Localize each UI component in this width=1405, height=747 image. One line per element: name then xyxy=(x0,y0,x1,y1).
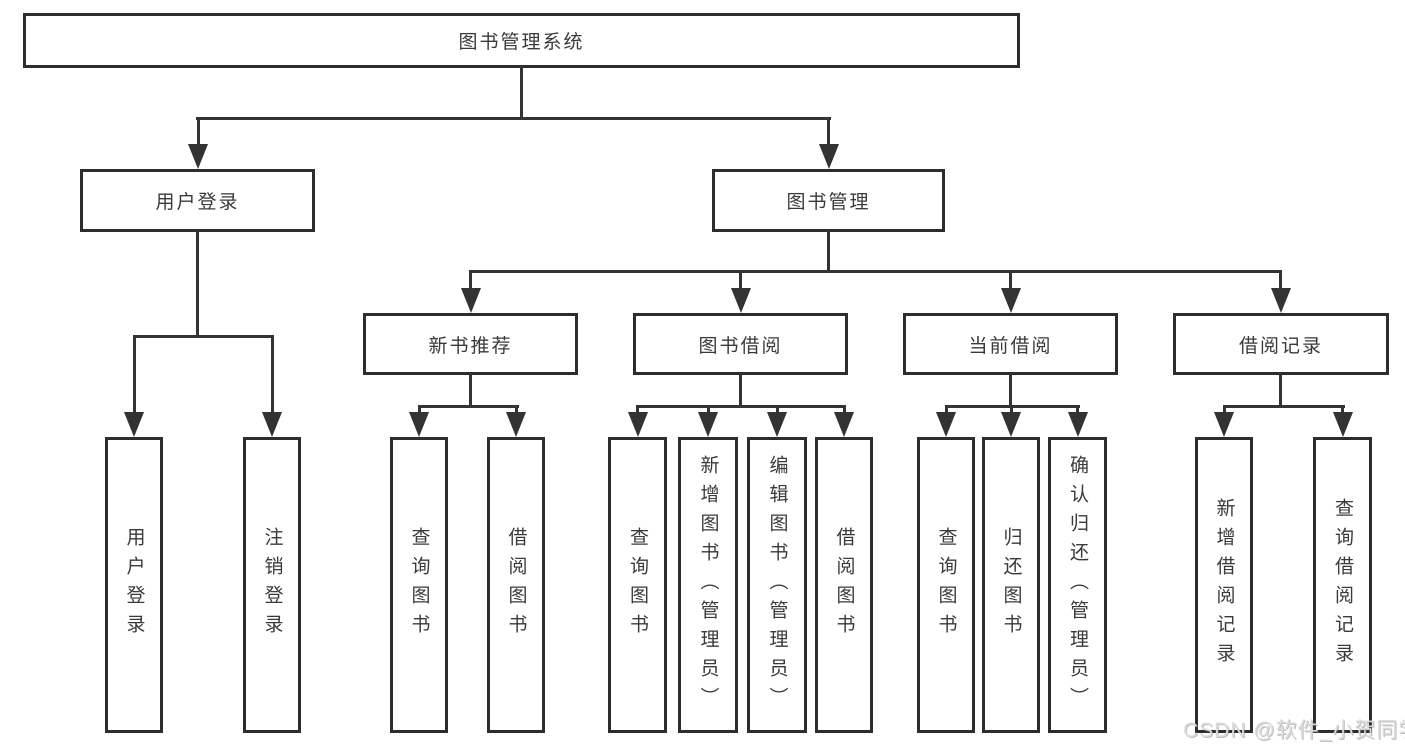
leaf-query-borrow-record: 查询借阅记录 xyxy=(1313,437,1372,733)
connector-stem-leaf-login xyxy=(132,335,136,415)
node-new-book-recommend-label: 新书推荐 xyxy=(428,335,513,357)
connector-root-stub xyxy=(520,66,523,120)
arrowhead-g4-leaf1-icon xyxy=(1214,412,1234,437)
arrowhead-book-mgmt-icon xyxy=(818,144,839,169)
node-current-borrowing-label: 当前借阅 xyxy=(968,335,1053,357)
connector-stem-leaf-logout xyxy=(270,335,274,415)
node-borrowing-records: 借阅记录 xyxy=(1173,313,1389,375)
arrowhead-g2-leaf2-icon xyxy=(698,412,718,437)
connector-stem-user-login xyxy=(196,117,200,146)
node-borrowing-records-label: 借阅记录 xyxy=(1238,335,1323,357)
arrowhead-g2-leaf4-icon xyxy=(834,412,854,437)
node-book-borrowing-label: 图书借阅 xyxy=(698,335,783,357)
connector-user-login-stub xyxy=(196,230,199,338)
connector-stem-book-mgmt xyxy=(827,117,830,146)
node-user-login: 用户登录 xyxy=(80,169,315,232)
arrowhead-g1-leaf2-icon xyxy=(506,412,526,437)
leaf-query-books-recommend: 查询图书 xyxy=(390,437,448,733)
connector-g4-stem-1 xyxy=(1222,405,1226,415)
node-library-system: 图书管理系统 xyxy=(23,13,1020,68)
connector-g3-stem-2 xyxy=(1009,405,1013,415)
connector-g4-distributor xyxy=(1222,405,1345,408)
leaf-add-books-admin-label: 新增图书（管理员） xyxy=(697,454,719,716)
node-library-system-label: 图书管理系统 xyxy=(458,32,585,53)
leaf-borrow-books-borrowing: 借阅图书 xyxy=(815,437,873,733)
arrowhead-g2-leaf1-icon xyxy=(627,412,648,437)
connector-stem-current-borrow xyxy=(1009,270,1012,292)
leaf-return-books-label: 归还图书 xyxy=(1000,527,1022,643)
leaf-query-books-borrowing-label: 查询图书 xyxy=(627,527,648,643)
connector-g3-stub xyxy=(1009,373,1012,408)
connector-g1-distributor xyxy=(417,405,519,408)
connector-stem-borrow-records xyxy=(1279,270,1282,292)
connector-g2-stem-2 xyxy=(706,405,710,415)
arrowhead-user-login-icon xyxy=(188,144,208,169)
connector-g2-stem-3 xyxy=(775,405,779,415)
arrowhead-g1-leaf1-icon xyxy=(409,412,429,437)
arrowhead-borrow-records-icon xyxy=(1270,288,1291,313)
connector-g2-stub xyxy=(739,373,742,408)
arrowhead-g3-leaf1-icon xyxy=(936,412,956,437)
connector-stem-book-borrow xyxy=(739,270,742,292)
connector-g2-stem-1 xyxy=(636,405,639,415)
leaf-return-books: 归还图书 xyxy=(982,437,1040,733)
connector-g1-stem-2 xyxy=(514,405,518,415)
connector-stem-new-book xyxy=(469,270,472,292)
arrowhead-leaf-logout-icon xyxy=(262,412,282,437)
connector-g1-stub xyxy=(469,373,472,408)
connector-g3-stem-3 xyxy=(1076,405,1079,415)
node-new-book-recommend: 新书推荐 xyxy=(363,313,578,375)
connector-g2-distributor xyxy=(636,405,846,408)
connector-book-mgmt-stub xyxy=(827,230,830,273)
arrowhead-g3-leaf3-icon xyxy=(1067,412,1088,437)
leaf-confirm-return-admin-label: 确认归还（管理员） xyxy=(1067,454,1088,716)
connector-g1-stem-1 xyxy=(417,405,421,415)
arrowhead-new-book-icon xyxy=(460,288,481,313)
node-user-login-label: 用户登录 xyxy=(155,192,240,213)
connector-g4-stub xyxy=(1279,373,1282,408)
leaf-edit-books-admin-label: 编辑图书（管理员） xyxy=(766,454,788,716)
leaf-confirm-return-admin: 确认归还（管理员） xyxy=(1048,437,1107,733)
leaf-query-books-current-label: 查询图书 xyxy=(935,527,957,643)
connector-g3-stem-1 xyxy=(944,405,948,415)
arrowhead-current-borrow-icon xyxy=(1000,288,1021,313)
connector-root-distributor xyxy=(196,117,831,120)
leaf-logout-label: 注销登录 xyxy=(261,527,283,643)
arrowhead-g2-leaf3-icon xyxy=(767,412,787,437)
connector-g4-stem-2 xyxy=(1341,405,1344,415)
connector-g2-stem-4 xyxy=(842,405,846,415)
leaf-user-login: 用户登录 xyxy=(105,437,163,733)
arrowhead-g4-leaf2-icon xyxy=(1332,412,1353,437)
arrowhead-g3-leaf2-icon xyxy=(1001,412,1021,437)
leaf-add-books-admin: 新增图书（管理员） xyxy=(678,437,738,733)
leaf-user-login-label: 用户登录 xyxy=(123,527,145,643)
leaf-logout: 注销登录 xyxy=(243,437,301,733)
leaf-query-books-recommend-label: 查询图书 xyxy=(408,527,430,643)
leaf-query-books-borrowing: 查询图书 xyxy=(608,437,667,733)
connector-user-login-distributor xyxy=(132,335,274,338)
connector-book-mgmt-distributor xyxy=(469,270,1282,273)
leaf-borrow-books-borrowing-label: 借阅图书 xyxy=(833,527,855,643)
arrowhead-book-borrow-icon xyxy=(730,288,751,313)
leaf-add-borrow-record-label: 新增借阅记录 xyxy=(1213,498,1235,672)
arrowhead-leaf-login-icon xyxy=(124,412,144,437)
leaf-query-books-current: 查询图书 xyxy=(917,437,975,733)
leaf-borrow-books-recommend-label: 借阅图书 xyxy=(505,527,527,643)
node-book-borrowing: 图书借阅 xyxy=(633,313,848,375)
csdn-watermark: CSDN @软件_小贺同学 xyxy=(1183,719,1405,742)
leaf-add-borrow-record: 新增借阅记录 xyxy=(1195,437,1253,733)
node-book-management: 图书管理 xyxy=(712,169,945,232)
node-book-management-label: 图书管理 xyxy=(786,192,871,213)
node-current-borrowing: 当前借阅 xyxy=(903,313,1118,375)
leaf-borrow-books-recommend: 借阅图书 xyxy=(487,437,545,733)
leaf-query-borrow-record-label: 查询借阅记录 xyxy=(1332,498,1353,672)
leaf-edit-books-admin: 编辑图书（管理员） xyxy=(747,437,807,733)
